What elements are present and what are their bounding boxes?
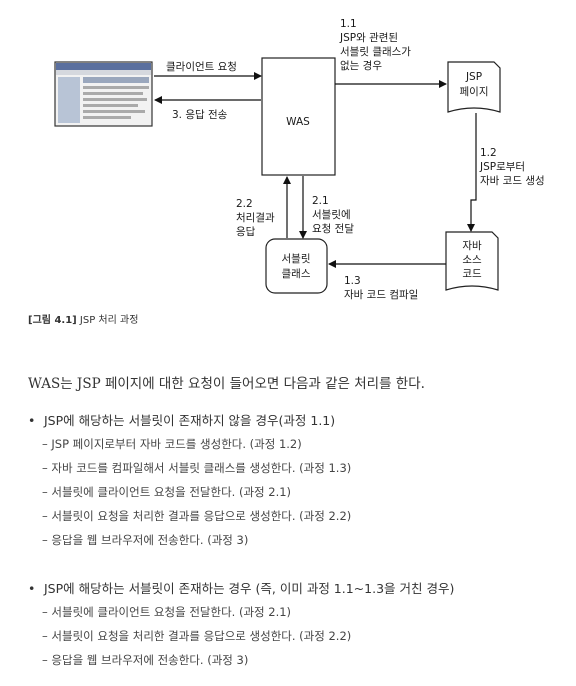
step-1-3-line1: 자바 코드 컴파일 (344, 288, 418, 301)
list-item: – 자바 코드를 컴파일해서 서블릿 클래스를 생성한다. (과정 1.3) (42, 461, 352, 475)
was-box (261, 57, 336, 176)
list-item: – 응답을 웹 브라우저에 전송한다. (과정 3) (42, 653, 249, 667)
client-request-label: 클라이언트 요청 (166, 61, 237, 73)
jsp-page-shape (447, 61, 501, 113)
java-source-shape (445, 231, 499, 291)
step-1-1-line1: JSP와 관련된 (339, 32, 398, 44)
step-1-1-line3: 없는 경우 (340, 59, 382, 72)
step-1-2-line2: 자바 코드 생성 (480, 175, 545, 187)
section-no-servlet: • JSP에 해당하는 서블릿이 존재하지 않을 경우(과정 1.1) – JSP… (28, 410, 351, 552)
list-item: – 응답을 웹 브라우저에 전송한다. (과정 3) (42, 533, 249, 547)
step-1-2-line1: JSP로부터 (479, 161, 525, 173)
servlet-class-label-line2: 클래스 (282, 268, 311, 280)
step-1-1-number: 1.1 (340, 18, 357, 30)
bullet: • (28, 413, 36, 428)
figure-caption-text: JSP 처리 과정 (76, 315, 139, 326)
step-2-2-line1: 처리결과 (236, 212, 275, 224)
section-servlet-exists: • JSP에 해당하는 서블릿이 존재하는 경우 (즉, 이미 과정 1.1~1.… (28, 578, 454, 672)
step-2-2-number: 2.2 (236, 198, 253, 210)
jsp-page-label-line1: JSP (465, 71, 482, 83)
jsp-processing-diagram: WAS JSP 페이지 자바 소스 코드 서블릿 클래스 클라이언트 요청 3.… (54, 18, 545, 301)
servlet-class-label-line1: 서블릿 (282, 253, 311, 265)
servlet-class-box (265, 238, 328, 294)
list-item: – 서블릿이 요청을 처리한 결과를 응답으로 생성한다. (과정 2.2) (42, 629, 352, 643)
section-heading-text: JSP에 해당하는 서블릿이 존재하는 경우 (즉, 이미 과정 1.1~1.3… (44, 581, 455, 596)
list-item: – 서블릿에 클라이언트 요청을 전달한다. (과정 2.1) (42, 485, 292, 499)
step-1-3-number: 1.3 (344, 275, 361, 287)
step-2-1-line2: 요청 전달 (312, 223, 354, 235)
section-heading: • JSP에 해당하는 서블릿이 존재하는 경우 (즉, 이미 과정 1.1~1.… (28, 578, 454, 600)
list-item: – 서블릿이 요청을 처리한 결과를 응답으로 생성한다. (과정 2.2) (42, 509, 352, 523)
intro-paragraph: WAS는 JSP 페이지에 대한 요청이 들어오면 다음과 같은 처리를 한다. (28, 376, 425, 392)
list-item: – JSP 페이지로부터 자바 코드를 생성한다. (과정 1.2) (42, 437, 302, 451)
bullet: • (28, 581, 36, 596)
step-1-2-number: 1.2 (480, 147, 497, 159)
java-source-label-line1: 자바 (462, 240, 482, 252)
step-2-1-number: 2.1 (312, 195, 329, 207)
step-2-1-line1: 서블릿에 (312, 209, 351, 221)
figure-caption-label: [그림 4.1] (28, 315, 77, 326)
list-item: – 서블릿에 클라이언트 요청을 전달한다. (과정 2.1) (42, 605, 292, 619)
figure-caption: [그림 4.1] JSP 처리 과정 (28, 311, 138, 326)
java-source-label-line2: 소스 (462, 254, 482, 266)
step-2-2-line2: 응답 (236, 226, 256, 238)
jsp-page-label-line2: 페이지 (460, 86, 489, 98)
browser-thumbnail-icon (54, 61, 153, 127)
response-send-label: 3. 응답 전송 (172, 109, 228, 121)
was-label: WAS (286, 116, 310, 128)
java-source-label-line3: 코드 (462, 268, 482, 280)
step-1-2-arrow (467, 113, 477, 232)
step-1-1-line2: 서블릿 클래스가 (340, 46, 411, 58)
section-heading: • JSP에 해당하는 서블릿이 존재하지 않을 경우(과정 1.1) (28, 410, 351, 432)
section-heading-text: JSP에 해당하는 서블릿이 존재하지 않을 경우(과정 1.1) (44, 413, 336, 428)
